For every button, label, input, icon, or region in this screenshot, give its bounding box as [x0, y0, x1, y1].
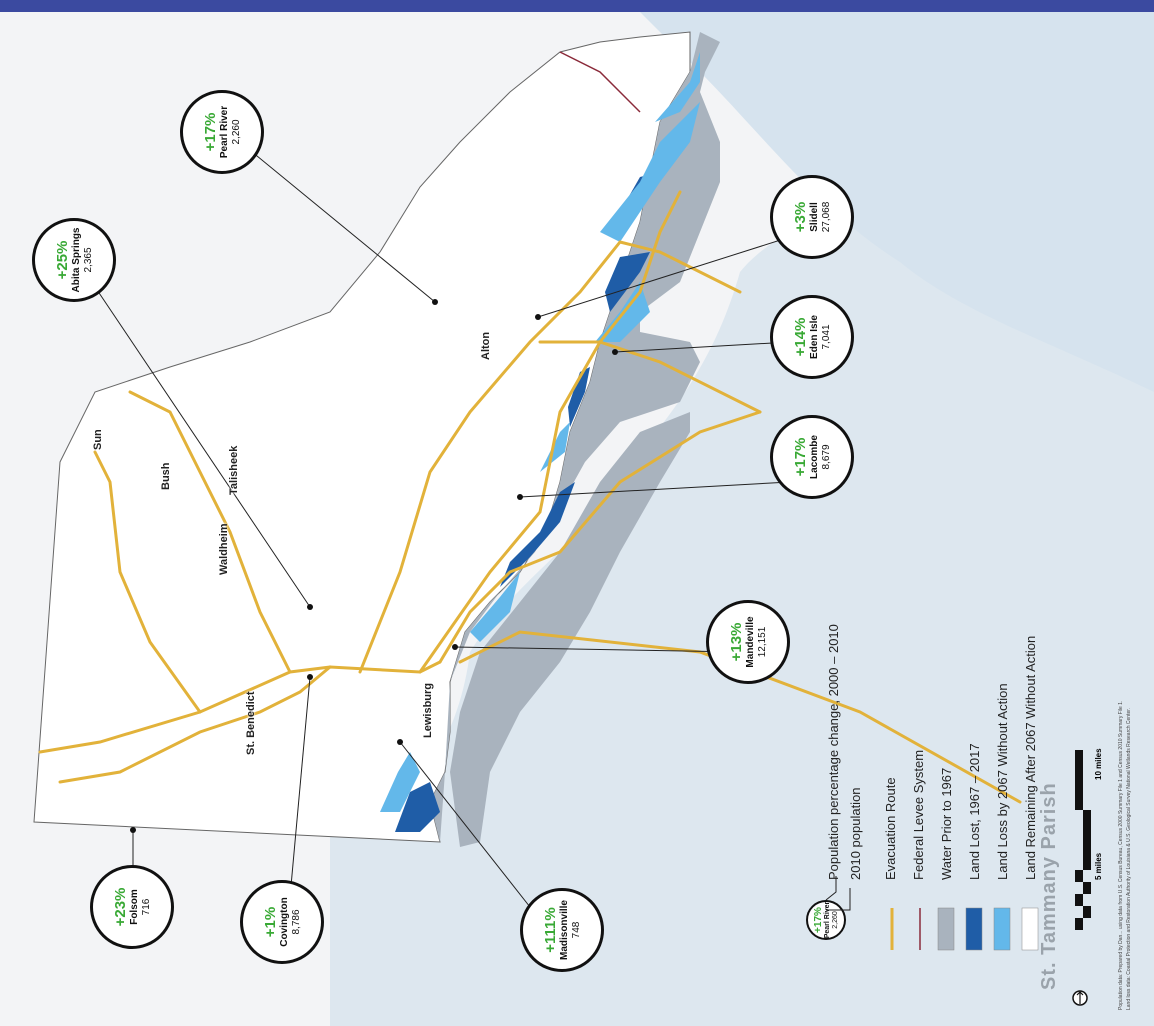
callout-population: 27,068 — [820, 201, 832, 233]
legend-pct-caption: Population percentage change, 2000 – 201… — [826, 624, 841, 880]
parish-map — [0, 12, 1154, 1026]
callout-population: 748 — [570, 921, 582, 939]
legend-item-water-prior: Water Prior to 1967 — [939, 767, 954, 880]
callout-slidell: +3% Slidell 27,068 — [770, 175, 854, 259]
legend-example-callout: +17% Pearl River 2,260 — [806, 900, 846, 940]
callout-pct: +3% — [791, 201, 809, 233]
levee-line — [559, 51, 641, 113]
city-markers — [130, 299, 618, 833]
water-prior-area — [430, 32, 720, 847]
callout-population: 716 — [140, 898, 152, 916]
callout-pct: +25% — [53, 240, 71, 280]
callout-mandeville: +13% Mandeville 12,151 — [706, 600, 790, 684]
callout-madisonville: +111% Madisonville 748 — [520, 888, 604, 972]
legend-item-land-lost: Land Lost, 1967 – 2017 — [967, 743, 982, 880]
callout-covington: +1% Covington 8,786 — [240, 880, 324, 964]
place-label-st-benedict: St. Benedict — [245, 691, 257, 755]
scale-mid-label: 5 miles — [1094, 852, 1103, 880]
land-loss-swatch-icon — [993, 907, 1011, 951]
callout-population: 12,151 — [756, 626, 768, 658]
callout-population: 8,679 — [820, 444, 832, 470]
legend-item-land-remaining: Land Remaining After 2067 Without Action — [1023, 635, 1038, 880]
callout-name: Mandeville — [745, 616, 757, 668]
callout-name: Covington — [279, 897, 291, 947]
callout-eden-isle: +14% Eden Isle 7,041 — [770, 295, 854, 379]
place-label-bush: Bush — [160, 462, 172, 491]
callout-pearl-river: +17% Pearl River 2,260 — [180, 90, 264, 174]
callout-leader-lines — [84, 141, 791, 908]
place-label-lewisburg: Lewisburg — [422, 682, 434, 738]
legend-item-levee: Federal Levee System — [911, 749, 926, 880]
callout-pct: +17% — [791, 437, 809, 477]
legend-pop-caption: 2010 population — [848, 787, 863, 880]
callout-abita-springs: +25% Abita Springs 2,365 — [32, 218, 116, 302]
land-remaining-swatch-icon — [1021, 907, 1039, 951]
legend-swatches — [890, 907, 1039, 951]
callout-name: Abita Springs — [71, 227, 83, 293]
callout-name: Pearl River — [219, 105, 231, 159]
lake-water — [330, 72, 1154, 1026]
credit-line-2: Land loss data: Coastal Protection and R… — [1126, 707, 1132, 1010]
place-label-sun: Sun — [92, 429, 104, 450]
credit-line-1: Population data: Prepared by Dan... usin… — [1118, 700, 1124, 1010]
place-label-waldheim: Waldheim — [218, 523, 230, 575]
callout-population: 2,365 — [82, 247, 94, 273]
callout-name: Folsom — [129, 889, 141, 925]
callout-pct: +13% — [727, 622, 745, 662]
callout-population: 2,260 — [230, 119, 242, 145]
callout-name: Slidell — [809, 202, 821, 232]
callout-folsom: +23% Folsom 716 — [90, 865, 174, 949]
callout-population: 8,786 — [290, 909, 302, 935]
legend-item-evacuation-route: Evacuation Route — [883, 777, 898, 880]
legend-leader-lines — [825, 876, 851, 911]
map-title: St. Tammany Parish — [1038, 782, 1060, 990]
callout-pct: +111% — [541, 907, 559, 953]
legend-item-land-loss-2067: Land Loss by 2067 Without Action — [995, 683, 1010, 880]
callout-lacombe: +17% Lacombe 8,679 — [770, 415, 854, 499]
callout-name: Madisonville — [559, 900, 571, 961]
callout-name: Eden Isle — [809, 315, 821, 359]
gulf-water — [640, 12, 1154, 392]
evacuation-routes — [38, 190, 1022, 804]
scale-end-label: 10 miles — [1094, 748, 1103, 780]
callout-pct: +17% — [201, 112, 219, 152]
callout-name: Lacombe — [809, 435, 821, 479]
callout-pct: +23% — [111, 887, 129, 927]
top-banner-bar — [0, 0, 1154, 12]
callout-pct: +1% — [261, 906, 279, 938]
callout-population: 7,041 — [820, 324, 832, 350]
land-lost-swatch-icon — [965, 907, 983, 951]
water-swatch-icon — [937, 907, 955, 951]
place-label-talisheek: Talisheek — [228, 445, 240, 495]
scale-bar — [1072, 750, 1091, 1006]
callout-pct: +14% — [791, 317, 809, 357]
place-label-alton: Alton — [480, 331, 492, 360]
